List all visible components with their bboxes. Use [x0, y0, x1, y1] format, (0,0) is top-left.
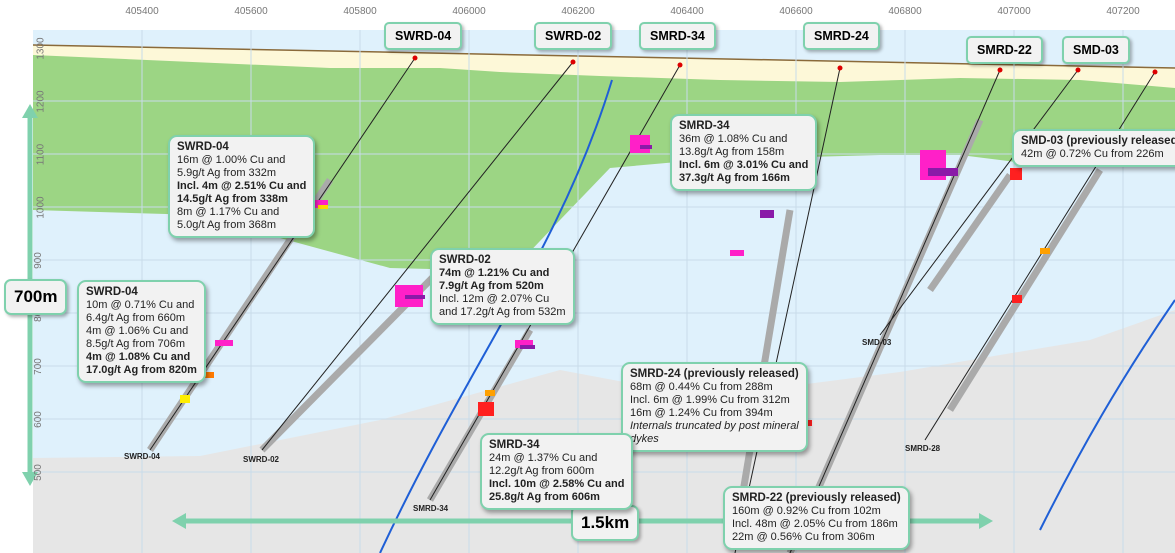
hole-smrd-22 [789, 69, 1001, 553]
callout-line: 16m @ 1.24% Cu from 394m [630, 407, 773, 419]
collar-markers [412, 55, 1158, 75]
callout-line: Incl. 6m @ 1.99% Cu from 312m [630, 394, 790, 406]
x-tick: 405800 [343, 6, 377, 17]
y-tick: 1100 [35, 143, 47, 166]
callout-line: and 17.2g/t Ag from 532m [439, 306, 566, 318]
callout-title: SMRD-34 [679, 120, 730, 132]
hole-swrd-02 [261, 61, 574, 451]
y-tick: 1000 [35, 196, 47, 219]
x-tick: 407000 [997, 6, 1031, 17]
callout-line: Internals truncated by post mineral [630, 420, 799, 432]
callout-title: SWRD-02 [439, 254, 491, 266]
callout-line: 160m @ 0.92% Cu from 102m [732, 505, 881, 517]
y-tick: 900 [32, 252, 44, 269]
callout-line: 4m @ 1.06% Cu and [86, 325, 189, 337]
callout-line: 5.0g/t Ag from 368m [177, 219, 277, 231]
callout-line: 37.3g/t Ag from 166m [679, 172, 790, 184]
collar-tag-swrd-02: SWRD-02 [534, 22, 613, 50]
callout-line: 22m @ 0.56% Cu from 306m [732, 531, 875, 543]
assay-intercepts [180, 135, 1050, 426]
hole-label: SWRD-02 [243, 455, 280, 464]
callout-title: SMD-03 (previously released) [1021, 135, 1175, 147]
x-tick: 406000 [452, 6, 486, 17]
hole-label: SMRD-28 [905, 444, 941, 453]
x-tick: 406600 [779, 6, 813, 17]
collar-tag-smrd-24: SMRD-24 [803, 22, 880, 50]
horizontal-scale-label: 1.5km [571, 505, 640, 541]
x-tick: 406800 [888, 6, 922, 17]
callout-title: SMRD-24 (previously released) [630, 368, 799, 380]
x-tick: 406200 [561, 6, 595, 17]
collar-tag-swrd-04: SWRD-04 [384, 22, 463, 50]
callout-line: 17.0g/t Ag from 820m [86, 364, 197, 376]
y-tick: 700 [32, 358, 44, 375]
callout-line: 42m @ 0.72% Cu from 226m [1021, 148, 1164, 160]
callout-line: 10m @ 0.71% Cu and [86, 299, 195, 311]
y-tick: 600 [32, 411, 44, 428]
callout-line: 16m @ 1.00% Cu and [177, 154, 286, 166]
callout-line: 6.4g/t Ag from 660m [86, 312, 186, 324]
callout-line: 8.5g/t Ag from 706m [86, 338, 186, 350]
callout-line: 24m @ 1.37% Cu and [489, 452, 598, 464]
callout-line: 5.9g/t Ag from 332m [177, 167, 277, 179]
callout-line: 13.8g/t Ag from 158m [679, 146, 785, 158]
x-tick: 406400 [670, 6, 704, 17]
hole-swrd-04 [149, 57, 416, 451]
callout-line: Incl. 10m @ 2.58% Cu and [489, 478, 625, 490]
collar-tag-smrd-34: SMRD-34 [639, 22, 716, 50]
callout-line: Incl. 6m @ 3.01% Cu and [679, 159, 809, 171]
callout-smrd22: SMRD-22 (previously released) 160m @ 0.9… [723, 486, 910, 550]
hole-label: SMD-03 [862, 338, 892, 347]
callout-line: 8m @ 1.17% Cu and [177, 206, 280, 218]
collar-tag-smrd-22: SMRD-22 [966, 36, 1043, 64]
callout-title: SMRD-22 (previously released) [732, 492, 901, 504]
callout-title: SMRD-34 [489, 439, 540, 451]
cover-layer [33, 45, 1175, 88]
callout-line: 14.5g/t Ag from 338m [177, 193, 288, 205]
callout-smd03: SMD-03 (previously released) 42m @ 0.72%… [1012, 129, 1175, 167]
callout-line: 12.2g/t Ag from 600m [489, 465, 595, 477]
callout-line: Incl. 48m @ 2.05% Cu from 186m [732, 518, 898, 530]
hole-label: SWRD-04 [124, 452, 161, 461]
callout-line: 36m @ 1.08% Cu and [679, 133, 788, 145]
vertical-scale-label: 700m [4, 279, 68, 315]
callout-line: 68m @ 0.44% Cu from 288m [630, 381, 773, 393]
callout-title: SWRD-04 [177, 141, 229, 153]
green-unit [33, 55, 1175, 270]
x-tick: 405600 [234, 6, 268, 17]
callout-line: 4m @ 1.08% Cu and [86, 351, 191, 363]
callout-line: Incl. 4m @ 2.51% Cu and [177, 180, 307, 192]
callout-line: 74m @ 1.21% Cu and [439, 267, 550, 279]
callout-line: Incl. 12m @ 2.07% Cu [439, 293, 550, 305]
y-tick: 1300 [35, 37, 47, 60]
callout-line: 25.8g/t Ag from 606m [489, 491, 600, 503]
y-tick: 500 [32, 464, 44, 481]
y-tick: 1200 [35, 90, 47, 113]
hole-smrd-24 [734, 67, 841, 553]
callout-title: SWRD-04 [86, 286, 138, 298]
callout-line: dykes [630, 433, 659, 445]
x-tick: 407200 [1106, 6, 1140, 17]
collar-tag-smd-03: SMD-03 [1062, 36, 1130, 64]
hole-label: SMRD-34 [413, 504, 449, 513]
topography-line [32, 44, 1175, 69]
hole-smd-03 [879, 69, 1079, 336]
callout-line: 7.9g/t Ag from 520m [439, 280, 544, 292]
callout-smrd24: SMRD-24 (previously released) 68m @ 0.44… [621, 362, 808, 452]
x-tick: 405400 [125, 6, 159, 17]
